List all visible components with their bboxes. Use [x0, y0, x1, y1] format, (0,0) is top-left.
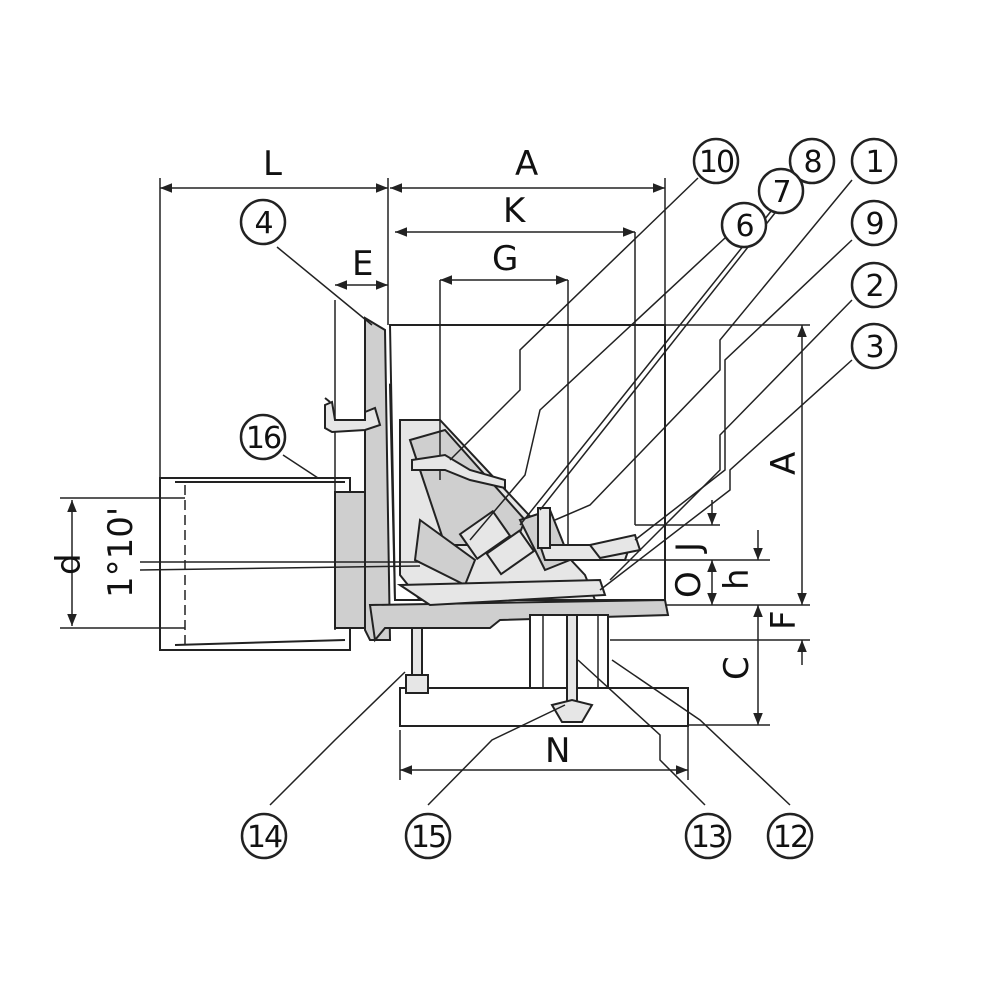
dim-label-C: C [717, 656, 757, 680]
callout-circle-4 [239, 198, 287, 246]
callout-label-10: 10 [699, 145, 734, 180]
callout-circle-12 [766, 812, 814, 860]
callout-label-3: 3 [865, 330, 882, 365]
callout-label-6: 6 [735, 209, 753, 244]
callout-circle-8 [788, 137, 836, 185]
dim-label-A-side: A [764, 452, 804, 475]
dim-label-K: K [503, 191, 527, 231]
callout-label-9: 9 [865, 207, 882, 242]
base-frame [368, 578, 689, 727]
drain-body [388, 232, 666, 601]
dim-label-d: d [49, 553, 89, 575]
dim-label-E: E [352, 244, 373, 284]
callout-circles: 4 16 10 8 1 7 6 9 2 3 14 15 13 12 [239, 137, 898, 860]
callout-circle-3 [850, 322, 898, 370]
callout-circle-14 [240, 812, 288, 860]
callout-circle-10 [692, 137, 740, 185]
callout-label-14: 14 [247, 820, 282, 855]
dimension-labels: L A K G E A d 1°10' O J h F C N [49, 144, 804, 771]
dim-label-J: J [669, 542, 709, 554]
callout-label-12: 12 [773, 820, 807, 855]
dim-label-A-top: A [515, 144, 538, 184]
callout-circle-9 [850, 199, 898, 247]
dim-label-N: N [545, 731, 570, 771]
dim-label-O: O [669, 571, 709, 598]
dim-label-L: L [263, 144, 282, 184]
callout-label-13: 13 [691, 820, 725, 855]
callout-circle-6 [720, 201, 768, 249]
dim-label-F: F [764, 610, 804, 630]
callout-label-2: 2 [865, 269, 882, 304]
callout-label-15: 15 [411, 820, 445, 855]
callout-label-16: 16 [246, 421, 281, 456]
callout-circle-15 [404, 812, 452, 860]
callout-label-1: 1 [865, 145, 882, 180]
callout-circle-1 [850, 137, 898, 185]
dim-label-slope: 1°10' [101, 507, 141, 598]
callout-circle-7 [757, 167, 805, 215]
callout-label-8: 8 [803, 145, 821, 180]
callout-circle-16 [239, 413, 287, 461]
callout-label-7: 7 [772, 175, 789, 210]
outlet-pipe [159, 477, 386, 651]
dim-label-G: G [492, 239, 518, 279]
leader-lines [269, 174, 853, 806]
dimension-lines [60, 178, 810, 780]
callout-circle-13 [684, 812, 732, 860]
callout-label-4: 4 [254, 206, 272, 241]
callout-circle-2 [850, 261, 898, 309]
dim-label-h: h [717, 568, 757, 590]
clamp-bolt [324, 397, 382, 434]
